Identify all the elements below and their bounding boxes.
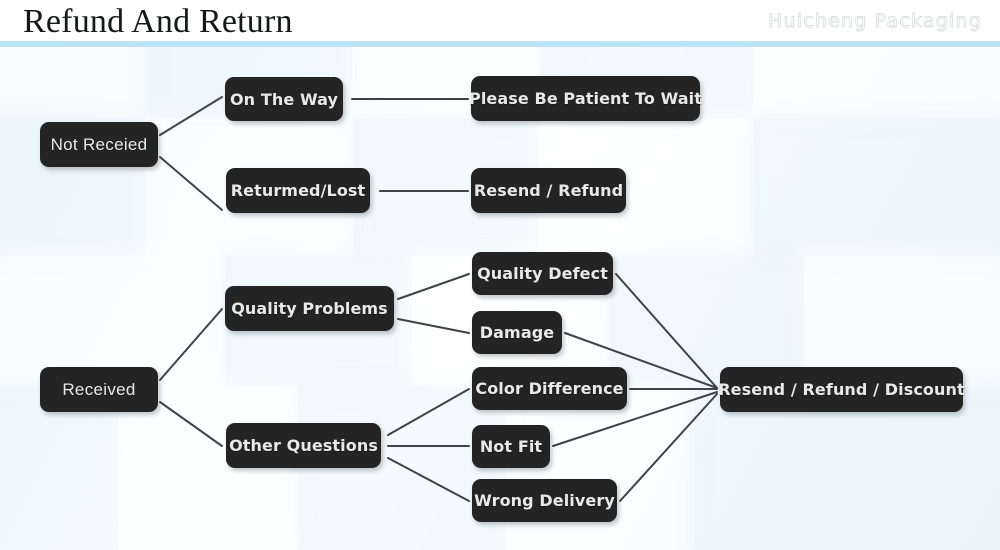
node-label: Quality Problems — [231, 299, 388, 318]
background-brick — [0, 256, 228, 388]
background-brick — [298, 386, 508, 550]
node-label: Damage — [479, 323, 555, 342]
node-wrong-delivery[interactable]: Wrong Delivery — [472, 479, 617, 522]
node-label: Returmed/Lost — [230, 181, 366, 200]
connector-damage-to-resend-refund-discount — [564, 332, 718, 389]
page-title: Refund And Return — [23, 3, 293, 40]
connector-not-received-to-on-the-way — [159, 96, 223, 136]
connector-not-fit-to-resend-refund-discount — [552, 391, 718, 447]
node-quality-problems[interactable]: Quality Problems — [225, 286, 394, 331]
background-brick — [118, 386, 300, 550]
node-label: Received — [62, 379, 136, 399]
background-brick — [754, 118, 1000, 258]
header-divider-rule — [0, 41, 1000, 47]
connector-not-received-to-returned-lost — [159, 156, 223, 211]
node-on-the-way[interactable]: On The Way — [225, 77, 343, 121]
node-label: Not Receied — [50, 134, 148, 154]
connector-quality-defect-to-resend-refund-discount — [615, 273, 718, 389]
node-resend-refund-discount[interactable]: Resend / Refund / Discount — [718, 367, 965, 412]
node-label: Not Fit — [479, 437, 543, 456]
node-other-questions[interactable]: Other Questions — [226, 423, 381, 468]
connector-received-to-other-questions — [159, 401, 223, 447]
node-label: Quality Defect — [477, 264, 608, 283]
node-not-fit[interactable]: Not Fit — [472, 425, 550, 468]
brand-watermark: Huicheng Packaging — [768, 10, 982, 33]
node-label: Please Be Patient To Wait — [469, 89, 702, 108]
node-damage[interactable]: Damage — [472, 311, 562, 354]
background-brick — [0, 386, 120, 550]
node-label: Resend / Refund / Discount — [718, 380, 965, 399]
connector-layer — [159, 96, 718, 502]
connector-quality-problems-to-damage — [397, 318, 470, 334]
slide-header: Refund And Return Huicheng Packaging — [0, 0, 1000, 47]
node-resend-refund[interactable]: Resend / Refund — [471, 168, 626, 213]
node-be-patient[interactable]: Please Be Patient To Wait — [469, 76, 702, 121]
node-label: Other Questions — [229, 436, 378, 455]
connector-wrong-delivery-to-resend-refund-discount — [619, 393, 718, 502]
node-quality-defect[interactable]: Quality Defect — [472, 252, 613, 295]
background-brick — [694, 386, 1000, 550]
node-received[interactable]: Received — [40, 367, 158, 412]
background-brick — [506, 386, 696, 550]
background-brick — [610, 256, 806, 388]
node-label: On The Way — [229, 89, 339, 109]
node-color-difference[interactable]: Color Difference — [472, 367, 627, 410]
node-not-received[interactable]: Not Receied — [40, 122, 158, 167]
connector-received-to-quality-problems — [159, 308, 223, 381]
node-returned-lost[interactable]: Returmed/Lost — [226, 168, 370, 213]
connector-other-questions-to-wrong-delivery — [387, 457, 470, 502]
node-label: Color Difference — [475, 379, 624, 398]
connector-other-questions-to-color-difference — [387, 388, 470, 436]
node-label: Wrong Delivery — [474, 491, 615, 510]
connector-quality-problems-to-quality-defect — [397, 273, 470, 300]
node-label: Resend / Refund — [473, 181, 624, 200]
background-brick — [804, 256, 1000, 388]
